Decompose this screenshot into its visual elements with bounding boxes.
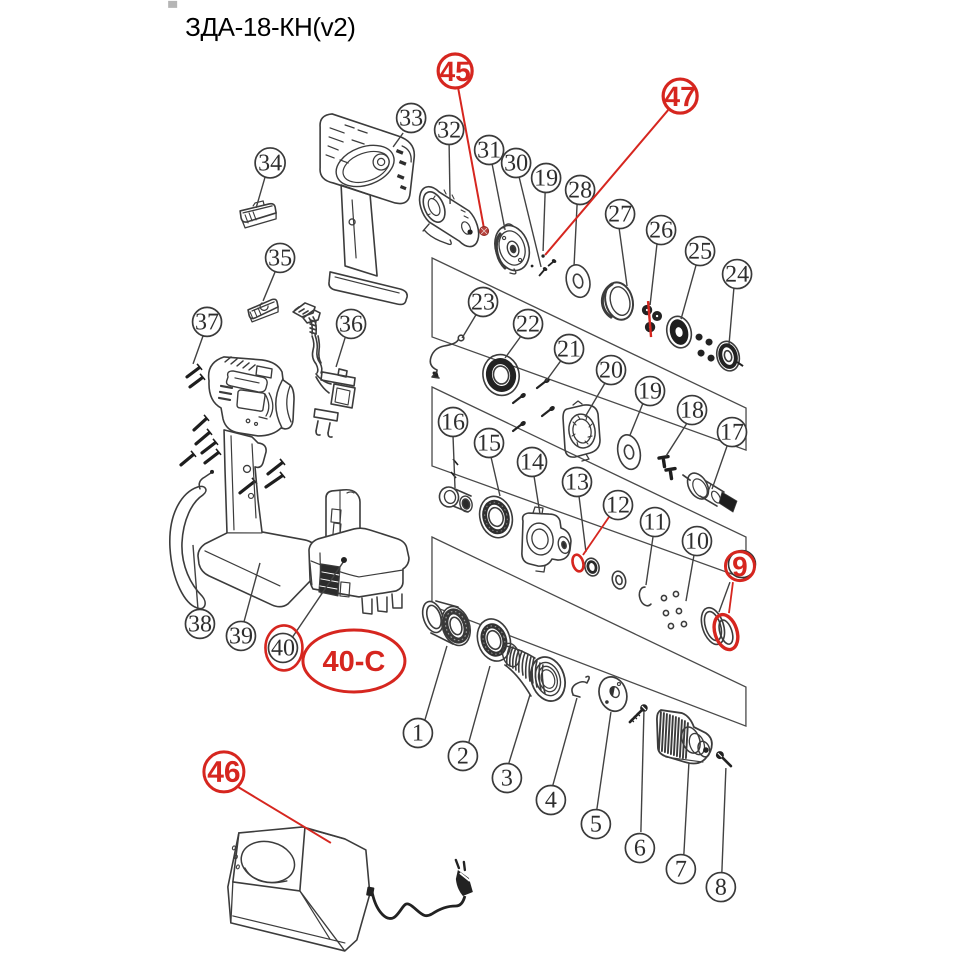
svg-text:9: 9 xyxy=(732,551,748,582)
svg-text:12: 12 xyxy=(606,493,630,519)
svg-text:40: 40 xyxy=(271,635,295,661)
svg-text:27: 27 xyxy=(608,202,632,228)
svg-text:40-C: 40-C xyxy=(323,646,386,678)
svg-text:36: 36 xyxy=(339,311,363,337)
svg-text:8: 8 xyxy=(715,875,727,901)
svg-text:14: 14 xyxy=(520,450,544,476)
svg-text:16: 16 xyxy=(441,409,465,435)
svg-text:31: 31 xyxy=(477,137,501,163)
svg-text:34: 34 xyxy=(258,150,282,176)
svg-text:7: 7 xyxy=(675,857,687,883)
svg-text:11: 11 xyxy=(643,510,666,536)
svg-text:25: 25 xyxy=(688,239,712,265)
svg-text:32: 32 xyxy=(437,117,461,143)
svg-text:45: 45 xyxy=(440,56,471,87)
svg-text:15: 15 xyxy=(477,430,501,456)
svg-text:19: 19 xyxy=(534,166,558,192)
svg-text:22: 22 xyxy=(516,312,540,338)
svg-text:ЗДА-18-КН(v2): ЗДА-18-КН(v2) xyxy=(185,12,355,42)
svg-text:21: 21 xyxy=(557,337,581,363)
svg-text:10: 10 xyxy=(685,529,709,555)
svg-text:28: 28 xyxy=(568,178,592,204)
svg-text:13: 13 xyxy=(565,470,589,496)
svg-text:30: 30 xyxy=(504,151,528,177)
svg-text:46: 46 xyxy=(207,756,240,789)
svg-text:1: 1 xyxy=(412,720,424,746)
svg-text:24: 24 xyxy=(725,262,749,288)
svg-text:35: 35 xyxy=(268,245,292,271)
svg-text:4: 4 xyxy=(545,788,557,814)
svg-text:26: 26 xyxy=(649,218,673,244)
svg-text:47: 47 xyxy=(665,81,696,112)
svg-text:20: 20 xyxy=(599,358,623,384)
svg-text:18: 18 xyxy=(680,398,704,424)
svg-text:19: 19 xyxy=(638,379,662,405)
svg-text:39: 39 xyxy=(229,623,253,649)
svg-text:37: 37 xyxy=(195,309,219,335)
svg-text:5: 5 xyxy=(590,812,602,838)
svg-text:17: 17 xyxy=(720,420,744,446)
svg-text:6: 6 xyxy=(634,836,646,862)
svg-text:38: 38 xyxy=(188,611,212,637)
svg-text:3: 3 xyxy=(501,766,513,792)
svg-text:23: 23 xyxy=(471,289,495,315)
svg-text:2: 2 xyxy=(457,743,469,769)
svg-text:33: 33 xyxy=(399,105,423,131)
